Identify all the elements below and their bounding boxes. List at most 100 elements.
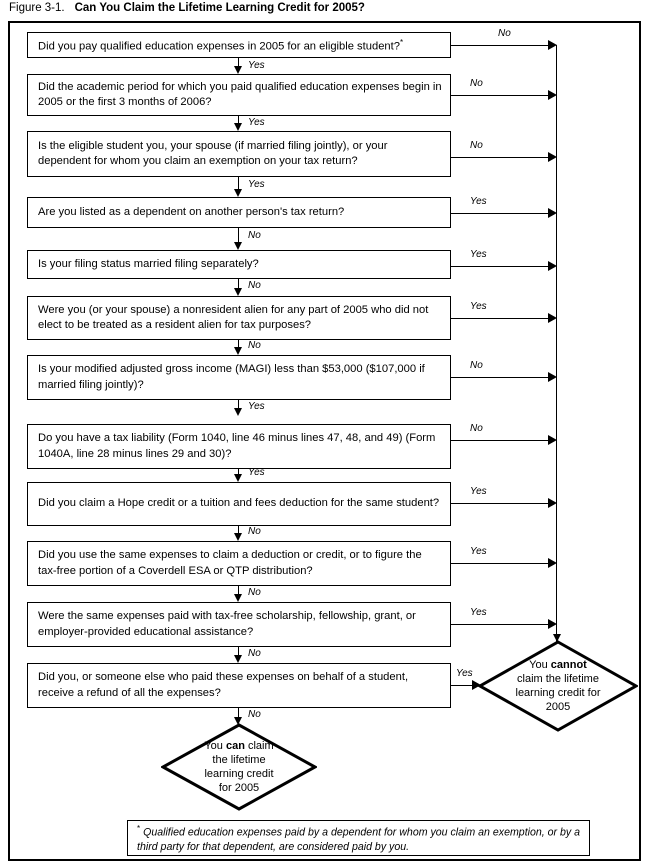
branch-label-q12-yes: Yes <box>456 668 473 679</box>
figure-frame <box>8 21 641 861</box>
branch-label-q7-yes: Yes <box>248 401 265 412</box>
diamond-shape-can-icon <box>161 723 317 811</box>
branch-label-q9-no: No <box>248 526 261 537</box>
can-line-4: for 2005 <box>218 782 260 794</box>
decision-box-q12: Did you, or someone else who paid these … <box>27 663 451 708</box>
cannot-line-1: You cannot <box>529 658 587 672</box>
decision-box-q4: Are you listed as a dependent on another… <box>27 197 451 228</box>
exit-arrowhead-q8 <box>548 435 557 445</box>
decision-box-q9: Did you claim a Hope credit or a tuition… <box>27 482 451 526</box>
branch-label-q10-no: No <box>248 587 261 598</box>
can-line1-bold: can <box>225 740 245 752</box>
branch-label-q6-no: No <box>248 340 261 351</box>
branch-label-q3-yes: Yes <box>248 179 265 190</box>
connector-q10-q11 <box>238 586 239 594</box>
can-line1-post: claim <box>244 740 274 752</box>
cannot-line1-bold: cannot <box>550 659 587 671</box>
can-line-2: the lifetime <box>212 754 266 766</box>
decision-box-q6: Were you (or your spouse) a nonresident … <box>27 296 451 340</box>
decision-box-q10-text: Did you use the same expenses to claim a… <box>38 549 422 577</box>
branch-label-q11-yes: Yes <box>470 607 487 618</box>
can-line-1: You can claim <box>204 739 273 753</box>
outcome-diamond-cannot: You cannot claim the lifetime learning c… <box>478 640 638 732</box>
connector-arrowhead-q11-q12 <box>234 655 242 663</box>
connector-arrowhead-q10-q11 <box>234 594 242 602</box>
can-line-3: learning credit <box>204 768 274 780</box>
connector-q5-q6 <box>238 279 239 288</box>
diamond-shape-cannot-icon <box>478 640 638 732</box>
decision-box-q1-text: Did you pay qualified education expenses… <box>28 35 411 55</box>
exit-arrowhead-q7 <box>548 372 557 382</box>
connector-q6-q7 <box>238 340 239 347</box>
connector-q8-q9 <box>238 469 239 474</box>
branch-label-q7-no: No <box>470 360 483 371</box>
branch-label-q6-yes: Yes <box>470 301 487 312</box>
decision-box-q10: Did you use the same expenses to claim a… <box>27 541 451 586</box>
exit-arrowhead-q11 <box>548 619 557 629</box>
branch-label-q12-no: No <box>248 709 261 720</box>
figure-caption: Figure 3-1.Can You Claim the Lifetime Le… <box>9 2 365 14</box>
decision-box-q7-text: Is your modified adjusted gross income (… <box>38 363 425 391</box>
decision-box-q4-text: Are you listed as a dependent on another… <box>38 205 345 218</box>
footnote-body: Qualified education expenses paid by a d… <box>137 826 581 854</box>
exit-line-q9 <box>451 503 548 504</box>
exit-arrowhead-q9 <box>548 498 557 508</box>
outcome-diamond-can: You can claim the lifetime learning cred… <box>161 723 317 811</box>
exit-arrowhead-q12 <box>472 680 481 690</box>
branch-label-q4-no: No <box>248 230 261 241</box>
bus-arrowhead-into-negative-outcome <box>553 634 561 642</box>
connector-q3-q4 <box>238 177 239 189</box>
decision-box-q6-text: Were you (or your spouse) a nonresident … <box>38 303 429 332</box>
branch-label-q10-yes: Yes <box>470 546 487 557</box>
footnote-box: * Qualified education expenses paid by a… <box>127 820 590 856</box>
connector-arrowhead-q1-q2 <box>234 66 242 74</box>
exit-line-q10 <box>451 563 548 564</box>
exit-line-q7 <box>451 377 548 378</box>
branch-label-q8-yes: Yes <box>248 467 265 478</box>
footnote-text: * Qualified education expenses paid by a… <box>128 821 589 856</box>
decision-box-q2: Did the academic period for which you pa… <box>27 74 451 116</box>
decision-box-q5: Is your filing status married filing sep… <box>27 250 451 279</box>
exit-line-q2 <box>451 95 548 96</box>
exit-bus-line <box>556 45 557 645</box>
connector-q2-q3 <box>238 116 239 123</box>
cannot-line1-pre: You <box>529 659 551 671</box>
connector-arrowhead-q7-q8 <box>234 408 242 416</box>
branch-label-q5-yes: Yes <box>470 249 487 260</box>
connector-arrowhead-q3-q4 <box>234 189 242 197</box>
q1-label: Did you pay qualified education expenses… <box>38 40 400 53</box>
branch-label-q3-no: No <box>470 140 483 151</box>
decision-box-q11: Were the same expenses paid with tax-fre… <box>27 602 451 647</box>
exit-arrowhead-q3 <box>548 152 557 162</box>
decision-box-q2-text: Did the academic period for which you pa… <box>38 80 442 109</box>
decision-box-q8: Do you have a tax liability (Form 1040, … <box>27 424 451 469</box>
decision-box-q3: Is the eligible student you, your spouse… <box>27 131 451 177</box>
connector-arrowhead-q9-q10 <box>234 533 242 541</box>
branch-label-q9-yes: Yes <box>470 486 487 497</box>
exit-line-q12 <box>451 685 480 686</box>
branch-label-q2-yes: Yes <box>248 117 265 128</box>
footnote-marker-icon: * <box>399 37 404 47</box>
decision-box-q12-text: Did you, or someone else who paid these … <box>38 671 409 699</box>
exit-arrowhead-q2 <box>548 90 557 100</box>
branch-label-q8-no: No <box>470 423 483 434</box>
branch-label-q5-no: No <box>248 280 261 291</box>
exit-arrowhead-q10 <box>548 558 557 568</box>
exit-line-q4 <box>451 213 548 214</box>
decision-box-q7: Is your modified adjusted gross income (… <box>27 355 451 400</box>
decision-box-q9-text: Did you claim a Hope credit or a tuition… <box>38 497 440 510</box>
exit-line-q8 <box>451 440 548 441</box>
outcome-diamond-cannot-text: You cannot claim the lifetime learning c… <box>478 640 638 732</box>
can-line1-pre: You <box>204 740 226 752</box>
connector-arrowhead-q5-q6 <box>234 288 242 296</box>
exit-line-q11 <box>451 624 548 625</box>
figure-label: Figure 3-1. <box>9 2 65 14</box>
connector-q12-outcome <box>238 708 239 717</box>
connector-q7-q8 <box>238 400 239 408</box>
branch-label-q4-yes: Yes <box>470 196 487 207</box>
exit-arrowhead-q5 <box>548 261 557 271</box>
exit-arrowhead-q4 <box>548 208 557 218</box>
exit-arrowhead-q6 <box>548 313 557 323</box>
decision-box-q8-text: Do you have a tax liability (Form 1040, … <box>38 432 436 460</box>
